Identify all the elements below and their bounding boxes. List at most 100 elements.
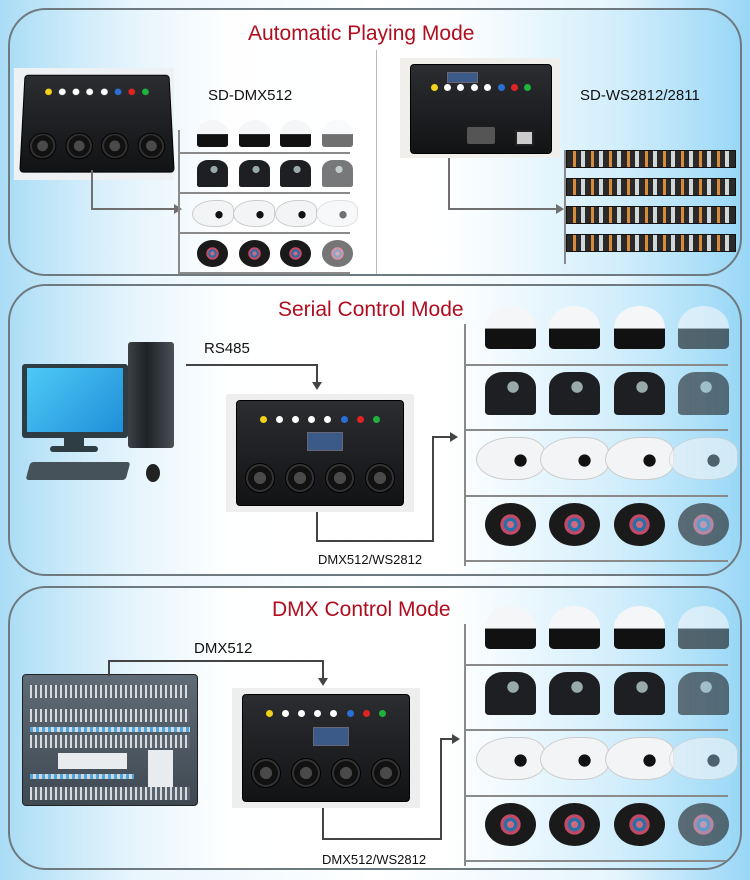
dmx-controller-device	[242, 694, 410, 802]
fixture-grid	[464, 304, 739, 566]
arrow-down-icon	[318, 678, 328, 686]
led-indicator	[100, 88, 108, 95]
led-indicator	[314, 709, 322, 717]
magic-ball-light-icon	[678, 606, 730, 650]
xlr-connector-icon	[285, 462, 316, 493]
led-indicators	[44, 88, 150, 95]
moving-head-beam-icon	[678, 371, 730, 415]
led-par-can-icon	[549, 502, 601, 546]
xlr-connector-icon	[330, 758, 361, 789]
fog-machine-icon	[191, 200, 234, 227]
xlr-connector-icon	[251, 758, 282, 789]
magic-ball-light-icon	[613, 606, 665, 650]
magic-ball-light-icon	[678, 306, 730, 350]
connector-line	[448, 208, 558, 210]
moving-head-beam-icon	[549, 671, 601, 715]
output-line	[440, 738, 454, 740]
mouse-icon	[146, 464, 160, 482]
led-indicator	[58, 88, 66, 95]
fog-machine-icon	[669, 437, 739, 481]
row-line	[464, 560, 728, 562]
output-label: DMX512/WS2812	[318, 552, 423, 567]
led-indicator	[340, 415, 348, 423]
bus-line	[464, 323, 466, 566]
led-indicator	[330, 709, 338, 717]
row-line	[178, 232, 350, 234]
dmx-in-line	[322, 660, 324, 680]
xlr-connector-icon	[28, 132, 57, 160]
xlr-connector-icon	[65, 132, 93, 160]
led-indicator	[443, 84, 451, 92]
moving-head-beam-icon	[613, 671, 665, 715]
arrow-right-icon	[452, 734, 460, 744]
sd-ws2812-photo	[400, 58, 560, 158]
dmx-in-line	[108, 660, 324, 662]
led-strip	[566, 150, 736, 168]
dmx-controller-device	[19, 74, 175, 173]
led-par-can-icon	[678, 802, 730, 846]
magic-ball-light-icon	[197, 120, 229, 147]
controller-photo	[226, 394, 414, 512]
arrow-right-icon	[556, 204, 564, 214]
led-indicator	[44, 88, 52, 95]
output-label: DMX512/WS2812	[322, 852, 427, 867]
display-screen	[447, 72, 479, 83]
fixture-grid	[178, 118, 359, 274]
display-screen	[306, 432, 344, 451]
fog-machine-icon	[604, 737, 674, 781]
controller-photo	[232, 688, 420, 808]
monitor-stand	[64, 436, 84, 448]
led-par-can-icon	[613, 802, 665, 846]
xlr-connector-icon	[324, 462, 355, 493]
led-indicator	[346, 709, 354, 717]
moving-head-beam-icon	[484, 371, 536, 415]
dmx-lighting-console-icon	[22, 674, 198, 806]
row-line	[178, 272, 350, 274]
magic-ball-light-icon	[280, 120, 312, 147]
fixture-grid	[464, 604, 739, 866]
rs485-line	[316, 364, 318, 384]
led-indicators	[260, 415, 380, 423]
magic-ball-light-icon	[549, 306, 601, 350]
led-indicators	[430, 84, 532, 92]
led-indicator	[470, 84, 478, 92]
display-screen	[312, 726, 350, 746]
row-line	[464, 794, 728, 797]
monitor-base	[50, 446, 98, 452]
dmx-control-mode-panel: DMX Control Mode DMX512 DMX512/WS281	[8, 586, 742, 870]
magic-ball-light-icon	[484, 306, 536, 350]
led-strip	[566, 206, 736, 224]
xlr-connector-icon	[370, 758, 401, 789]
bus-line	[178, 130, 180, 274]
fog-machine-icon	[604, 437, 674, 481]
xlr-connector-icon	[245, 462, 276, 493]
led-indicator	[142, 88, 150, 95]
xlr-connector-icon	[364, 462, 395, 493]
keyboard-icon	[25, 462, 131, 480]
xlr-connector-icon	[291, 758, 322, 789]
led-indicator	[430, 84, 438, 92]
bus-line	[464, 623, 466, 866]
output-line	[322, 838, 442, 840]
sd-ws2812-label: SD-WS2812/2811	[580, 87, 700, 104]
moving-head-beam-icon	[678, 671, 730, 715]
led-indicator	[86, 88, 94, 95]
led-indicator	[114, 88, 122, 95]
led-indicator	[484, 84, 492, 92]
fog-machine-icon	[669, 737, 739, 781]
moving-head-beam-icon	[197, 160, 229, 187]
output-line	[440, 738, 442, 840]
led-indicator	[128, 88, 136, 95]
moving-head-beam-icon	[549, 371, 601, 415]
panel-title: DMX Control Mode	[272, 598, 451, 621]
led-indicator	[324, 415, 332, 423]
output-line	[316, 540, 434, 542]
xlr-outputs	[245, 462, 395, 493]
xlr-outputs	[251, 758, 401, 789]
computer-tower-icon	[128, 342, 174, 448]
led-indicator	[362, 709, 370, 717]
led-indicator	[298, 709, 306, 717]
output-line	[316, 512, 318, 542]
row-line	[464, 729, 728, 731]
xlr-connector-icon	[101, 132, 129, 160]
